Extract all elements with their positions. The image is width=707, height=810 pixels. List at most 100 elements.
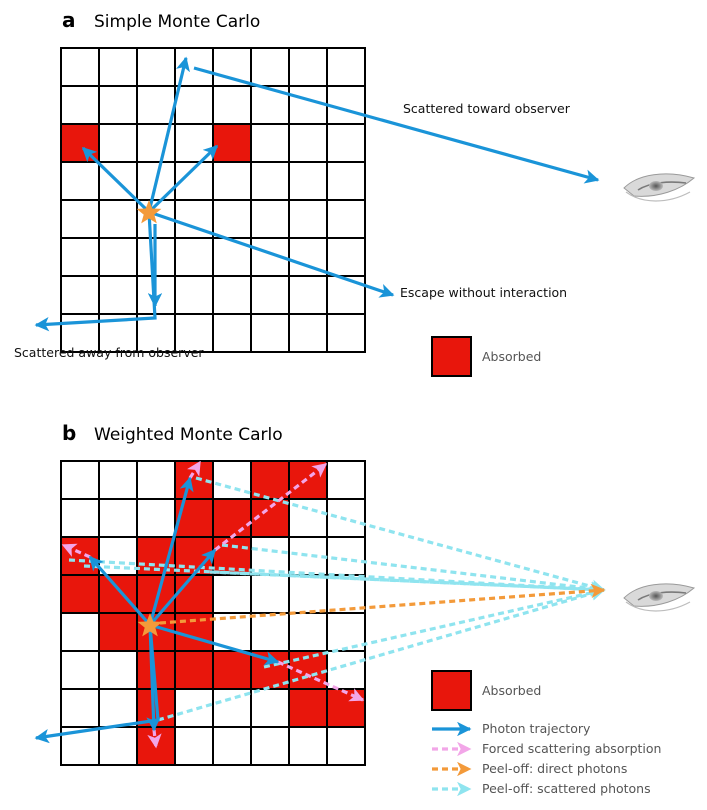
- grid-a-cell: [60, 161, 100, 201]
- observer-eye-icon: [623, 173, 696, 202]
- grid-a-cell: [174, 237, 214, 277]
- peel-scattered-6: [263, 585, 606, 669]
- grid-b-cell: [326, 574, 366, 614]
- grid-a-cell: [98, 237, 138, 277]
- grid-a-cell: [212, 85, 252, 125]
- grid-a-cell: [326, 161, 366, 201]
- grid-a: [60, 47, 366, 353]
- grid-a-cell: [326, 313, 366, 353]
- grid-b-absorbed-cell: [98, 612, 138, 652]
- peel-scattered-5: [83, 564, 606, 597]
- grid-b-absorbed-cell: [174, 574, 214, 614]
- grid-a-cell: [60, 237, 100, 277]
- panel-a-letter: a: [62, 8, 76, 32]
- grid-b-cell: [212, 726, 252, 766]
- legend-forced-label: Forced scattering absorption: [482, 741, 661, 756]
- grid-b-cell: [98, 460, 138, 500]
- legend-b-absorbed-label: Absorbed: [482, 683, 541, 698]
- grid-a-cell: [250, 161, 290, 201]
- grid-a-cell: [250, 313, 290, 353]
- panel-b-letter: b: [62, 421, 76, 445]
- grid-a-cell: [212, 161, 252, 201]
- forced-right: [277, 660, 365, 702]
- grid-a-cell: [288, 85, 328, 125]
- trajectory-up: [147, 56, 190, 213]
- source-star-icon: [136, 200, 162, 224]
- peel-scattered-3: [221, 543, 606, 596]
- label-scattered-away: Scattered away from observer: [14, 345, 204, 360]
- peel-direct: [159, 583, 606, 625]
- forced-up-right: [214, 462, 328, 552]
- grid-a-cell: [98, 47, 138, 87]
- grid-a-cell: [288, 313, 328, 353]
- grid-a-cell: [288, 47, 328, 87]
- grid-b-absorbed-cell: [98, 574, 138, 614]
- grid-a-cell: [288, 199, 328, 239]
- label-scattered-toward: Scattered toward observer: [403, 101, 571, 116]
- grid-b-cell: [60, 650, 100, 690]
- trajectory-absorbed-right: [147, 144, 219, 214]
- source-star-icon-b: [137, 613, 163, 637]
- grid-a-cell: [60, 85, 100, 125]
- grid-b-absorbed-cell: [212, 498, 252, 538]
- grid-a-absorbed-cell: [212, 123, 252, 163]
- grid-b-cell: [250, 726, 290, 766]
- observer-eye-icon-b: [623, 583, 696, 612]
- grid-b-absorbed-cell: [174, 650, 214, 690]
- forced-bottom: [147, 729, 162, 749]
- grid-a-cell: [98, 85, 138, 125]
- grid-b-cell: [98, 650, 138, 690]
- grid-b-cell: [60, 688, 100, 728]
- grid-b-absorbed-cell: [60, 536, 100, 576]
- grid-b-cell: [250, 536, 290, 576]
- grid-b-cell: [60, 498, 100, 538]
- grid-b-cell: [136, 498, 176, 538]
- grid-b-cell: [288, 536, 328, 576]
- grid-b-cell: [288, 612, 328, 652]
- peel-scattered-7: [157, 586, 606, 722]
- grid-a-cell: [212, 275, 252, 315]
- grid-b-cell: [326, 726, 366, 766]
- grid-a-cell: [136, 47, 176, 87]
- grid-a-cell: [326, 275, 366, 315]
- forced-scattering: [61, 460, 365, 749]
- grid-a-cell: [174, 313, 214, 353]
- grid-b-cell: [288, 726, 328, 766]
- grid-b: [60, 460, 366, 766]
- panel-b: b Weighted Monte Carlo: [34, 421, 696, 797]
- grid-b-absorbed-cell: [174, 612, 214, 652]
- legend-direct-label: Peel-off: direct photons: [482, 761, 627, 776]
- grid-b-cell: [250, 574, 290, 614]
- grid-a-cell: [174, 275, 214, 315]
- grid-a-cell: [136, 85, 176, 125]
- grid-a-cell: [250, 47, 290, 87]
- grid-b-absorbed-cell: [174, 536, 214, 576]
- traj-b-up: [148, 476, 194, 626]
- legend-absorbed-label: Absorbed: [482, 349, 541, 364]
- grid-a-cell: [60, 199, 100, 239]
- grid-a-cell: [98, 199, 138, 239]
- grid-b-cell: [212, 574, 252, 614]
- panel-a: a Simple Monte Carlo Scattered toward ob…: [14, 8, 696, 377]
- peel-scattered-1: [195, 476, 606, 594]
- peel-off-scattered: [68, 476, 606, 722]
- grid-b-cell: [250, 612, 290, 652]
- forced-top: [187, 460, 202, 479]
- traj-b-right: [149, 623, 280, 666]
- trajectory-toward-observer: [193, 66, 600, 184]
- grid-a-cell: [250, 199, 290, 239]
- label-escape: Escape without interaction: [400, 285, 567, 300]
- grid-b-cell: [98, 536, 138, 576]
- grid-b-cell: [288, 574, 328, 614]
- traj-b-up-right: [148, 548, 217, 627]
- grid-a-cell: [212, 199, 252, 239]
- traj-b-left: [88, 555, 152, 627]
- grid-b-cell: [326, 460, 366, 500]
- grid-a-cell: [98, 123, 138, 163]
- grid-b-absorbed-cell: [212, 650, 252, 690]
- grid-b-cell: [250, 688, 290, 728]
- grid-b-cell: [98, 688, 138, 728]
- grid-a-cell: [212, 313, 252, 353]
- grid-a-cell: [212, 47, 252, 87]
- grid-b-cell: [212, 460, 252, 500]
